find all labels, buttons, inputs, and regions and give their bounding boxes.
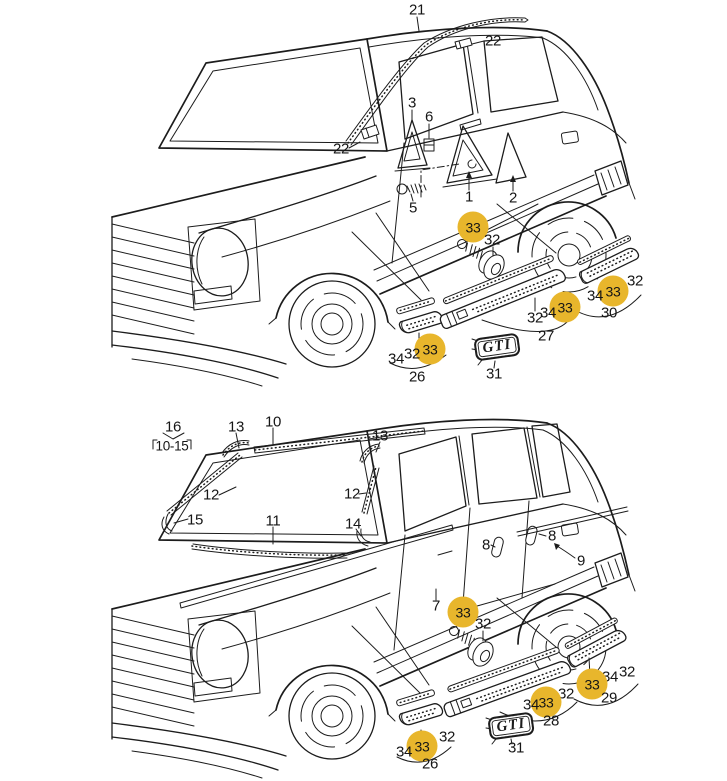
highlighted-callout-33[interactable]: 33: [447, 596, 479, 628]
callout-34: 34: [395, 743, 413, 761]
highlighted-callout-33[interactable]: 33: [457, 211, 489, 243]
roof-drip-rail-strip: [345, 17, 529, 146]
callout-32: 32: [526, 309, 544, 327]
highlighted-callout-33[interactable]: 33: [414, 333, 446, 365]
callout-8: 8: [547, 527, 557, 545]
callout-29: 29: [600, 689, 618, 707]
callout-34: 34: [522, 696, 540, 714]
callout-32: 32: [618, 663, 636, 681]
highlighted-callout-33[interactable]: 33: [576, 668, 608, 700]
clip-22-roof: [454, 37, 473, 50]
door-handle-trim-8-rear: [525, 525, 538, 546]
callout-10-15: 10-15: [155, 438, 189, 454]
gti-badge: GTI: [473, 332, 521, 362]
highlighted-callout-33[interactable]: 33: [530, 686, 562, 718]
callout-32: 32: [438, 728, 456, 746]
screw-part-5: [396, 183, 408, 195]
fastener-bottom: [447, 583, 556, 667]
callout-3: 3: [407, 94, 417, 112]
callout-26: 26: [408, 368, 426, 386]
callout-32: 32: [626, 272, 644, 290]
callout-13: 13: [371, 427, 389, 445]
callout-14: 14: [344, 515, 362, 533]
callout-34: 34: [586, 287, 604, 305]
callout-16: 16: [164, 418, 182, 436]
side-strip-7: [179, 524, 454, 609]
callout-31: 31: [485, 365, 503, 383]
callout-2: 2: [508, 189, 518, 207]
callout-34: 34: [539, 304, 557, 322]
callout-15: 15: [186, 511, 204, 529]
callout-6: 6: [424, 108, 434, 126]
callout-28: 28: [542, 712, 560, 730]
callout-12: 12: [343, 485, 361, 503]
highlighted-callout-33[interactable]: 33: [597, 275, 629, 307]
gti-badge: GTI: [487, 711, 535, 741]
callout-8: 8: [481, 536, 491, 554]
clip-22-pillar: [360, 124, 380, 140]
quarter-strip: [516, 506, 629, 537]
callout-9: 9: [576, 552, 586, 570]
vent-window-parts: [394, 119, 527, 198]
leader-lines-top: [348, 16, 516, 202]
callout-32: 32: [403, 345, 421, 363]
callout-34: 34: [387, 350, 405, 368]
callout-10: 10: [264, 413, 282, 431]
callout-32: 32: [483, 231, 501, 249]
leader-lines-bottom: [152, 427, 576, 601]
callout-13: 13: [227, 418, 245, 436]
callout-22: 22: [332, 140, 350, 158]
highlighted-callout-33[interactable]: 33: [406, 730, 438, 762]
callout-11: 11: [265, 512, 281, 530]
callout-30: 30: [600, 304, 618, 322]
callout-27: 27: [537, 327, 555, 345]
top-car-greenhouse: [391, 36, 559, 264]
callout-32: 32: [474, 615, 492, 633]
callout-31: 31: [507, 739, 525, 757]
callout-1: 1: [464, 188, 474, 206]
callout-22: 22: [484, 32, 502, 50]
callout-7: 7: [431, 597, 441, 615]
windshield-trim-strips: [161, 427, 426, 559]
callout-21: 21: [408, 1, 426, 19]
highlighted-callout-33[interactable]: 33: [549, 291, 581, 323]
callout-12: 12: [202, 486, 220, 504]
clip-part-6: [423, 138, 435, 152]
callout-5: 5: [408, 199, 418, 217]
bottom-car-greenhouse: [179, 423, 629, 651]
callout-32: 32: [557, 685, 575, 703]
callout-26: 26: [421, 755, 439, 773]
